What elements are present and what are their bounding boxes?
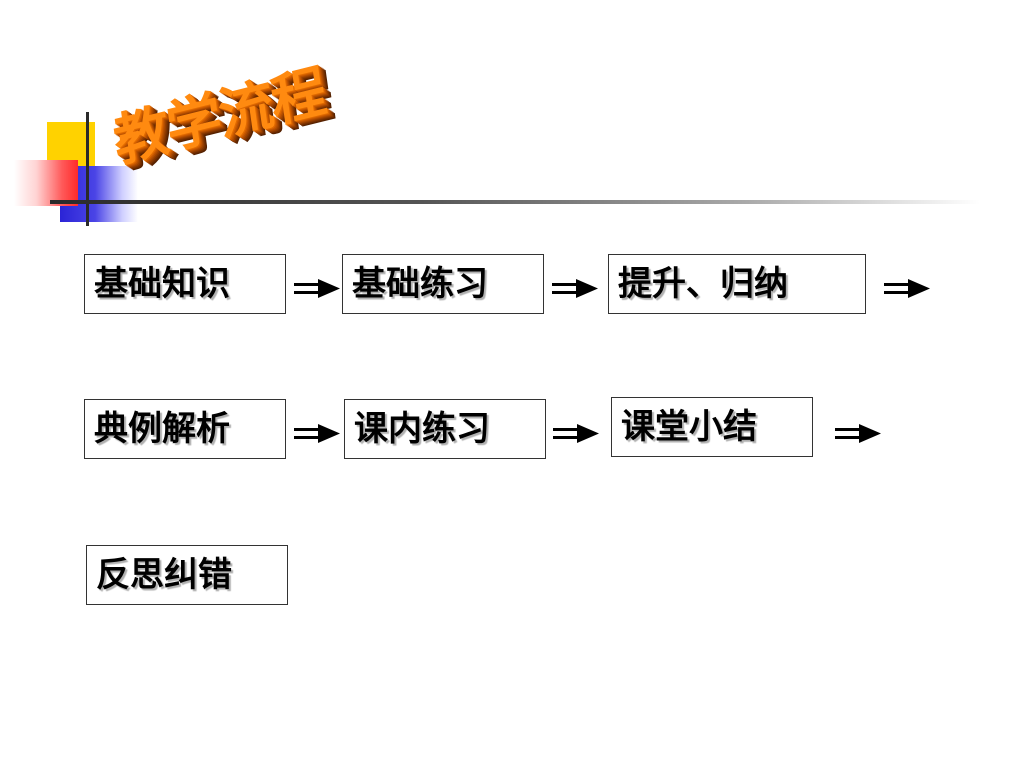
flow-step-basic-practice: 基础练习: [342, 254, 544, 314]
flow-step-label: 反思纠错: [96, 555, 232, 595]
flow-step-reflect-correct: 反思纠错: [86, 545, 288, 605]
flow-step-lesson-summary: 课堂小结: [611, 397, 813, 457]
flow-step-class-practice: 课内练习: [344, 399, 546, 459]
double-arrow-icon: [835, 424, 881, 443]
flow-step-label: 课内练习: [354, 409, 490, 449]
flow-step-label: 课堂小结: [621, 407, 757, 447]
double-arrow-icon: [294, 279, 340, 298]
double-arrow-icon: [552, 279, 598, 298]
double-arrow-icon: [884, 279, 930, 298]
double-arrow-icon: [553, 424, 599, 443]
flow-step-label: 典例解析: [94, 409, 230, 449]
decor-red-square: [14, 160, 78, 206]
decor-vertical-line: [86, 112, 89, 226]
decor-horizontal-line: [50, 200, 980, 204]
flow-step-label: 基础知识: [94, 264, 230, 304]
flow-step-improve-summarize: 提升、归纳: [608, 254, 866, 314]
flow-step-label: 提升、归纳: [618, 264, 788, 304]
double-arrow-icon: [294, 424, 340, 443]
flow-step-example-analysis: 典例解析: [84, 399, 286, 459]
flow-step-basic-knowledge: 基础知识: [84, 254, 286, 314]
flow-step-label: 基础练习: [352, 264, 488, 304]
slide-title: 教学流程: [109, 58, 329, 176]
